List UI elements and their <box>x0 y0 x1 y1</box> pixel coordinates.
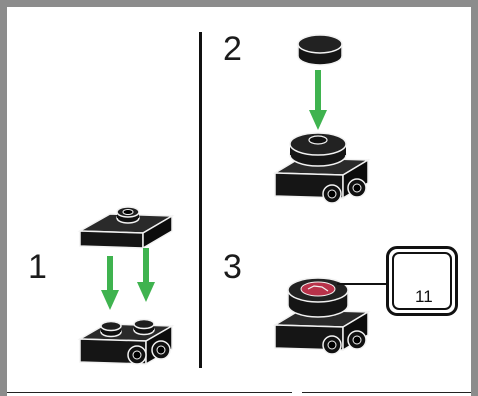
frame-left-border <box>0 7 7 396</box>
frame-top-border <box>0 0 478 7</box>
step2-assembly <box>272 132 371 204</box>
sticker-callout-inner <box>392 252 452 310</box>
frame-right-border <box>471 7 478 396</box>
sticker-callout-box: 11 <box>386 246 458 316</box>
step2-round-tile <box>297 34 343 66</box>
step3-assembly <box>272 277 371 355</box>
bottom-rule-right <box>302 392 471 393</box>
step2-arrow <box>309 70 327 130</box>
sticker-quantity-label: 11 <box>415 287 433 306</box>
bottom-rule-left <box>7 392 292 393</box>
step-number-2: 2 <box>223 30 242 68</box>
step-number-1: 1 <box>28 248 47 286</box>
step1-arrows <box>101 248 155 310</box>
step-divider <box>199 32 202 368</box>
step-number-3: 3 <box>223 248 242 286</box>
instruction-panel <box>7 7 471 396</box>
step1-base-plate <box>77 318 175 366</box>
step1-jumper-plate <box>77 206 175 250</box>
